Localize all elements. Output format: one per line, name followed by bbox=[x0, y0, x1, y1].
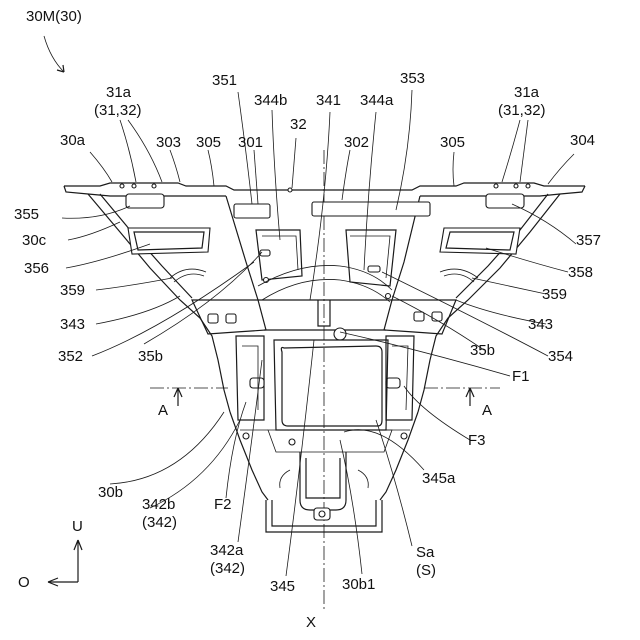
leader-lines bbox=[62, 90, 576, 576]
label-305-left: 305 bbox=[196, 134, 221, 151]
label-302: 302 bbox=[344, 134, 369, 151]
label-354: 354 bbox=[548, 348, 573, 365]
label-35b-right: 35b bbox=[470, 342, 495, 359]
label-342b-paren: (342) bbox=[142, 514, 177, 531]
label-342a: 342a bbox=[210, 542, 243, 559]
label-353: 353 bbox=[400, 70, 425, 87]
label-345: 345 bbox=[270, 578, 295, 595]
label-355: 355 bbox=[14, 206, 39, 223]
label-f3: F3 bbox=[468, 432, 486, 449]
label-341: 341 bbox=[316, 92, 341, 109]
label-357: 357 bbox=[576, 232, 601, 249]
label-303: 303 bbox=[156, 134, 181, 151]
label-a-left: A bbox=[158, 402, 168, 419]
direction-indicator bbox=[48, 540, 82, 586]
label-301: 301 bbox=[238, 134, 263, 151]
label-343-right: 343 bbox=[528, 316, 553, 333]
label-342a-paren: (342) bbox=[210, 560, 245, 577]
center-box bbox=[268, 340, 392, 452]
label-342b: 342b bbox=[142, 496, 175, 513]
flange-holes bbox=[120, 184, 530, 218]
label-352: 352 bbox=[58, 348, 83, 365]
label-30a: 30a bbox=[60, 132, 85, 149]
label-s: (S) bbox=[416, 562, 436, 579]
figure-title: 30M(30) bbox=[26, 8, 82, 25]
label-31-32-right: (31,32) bbox=[498, 102, 546, 119]
label-351: 351 bbox=[212, 72, 237, 89]
label-30b1: 30b1 bbox=[342, 576, 375, 593]
label-f1: F1 bbox=[512, 368, 530, 385]
label-343-left: 343 bbox=[60, 316, 85, 333]
label-32: 32 bbox=[290, 116, 307, 133]
section-line-a-a bbox=[150, 388, 500, 406]
label-344a: 344a bbox=[360, 92, 393, 109]
label-x: X bbox=[306, 614, 316, 631]
label-31-32-left: (31,32) bbox=[94, 102, 142, 119]
label-35b-left: 35b bbox=[138, 348, 163, 365]
label-345a: 345a bbox=[422, 470, 455, 487]
label-344b: 344b bbox=[254, 92, 287, 109]
label-a-right: A bbox=[482, 402, 492, 419]
inner-recess bbox=[256, 230, 396, 302]
label-sa: Sa bbox=[416, 544, 434, 561]
label-356: 356 bbox=[24, 260, 49, 277]
label-304: 304 bbox=[570, 132, 595, 149]
label-31a-right: 31a bbox=[514, 84, 539, 101]
label-u: U bbox=[72, 518, 83, 535]
label-305-right: 305 bbox=[440, 134, 465, 151]
label-30c: 30c bbox=[22, 232, 46, 249]
label-30b: 30b bbox=[98, 484, 123, 501]
label-359-right: 359 bbox=[542, 286, 567, 303]
label-359-left: 359 bbox=[60, 282, 85, 299]
label-f2: F2 bbox=[214, 496, 232, 513]
label-o: O bbox=[18, 574, 30, 591]
label-358: 358 bbox=[568, 264, 593, 281]
label-31a-left: 31a bbox=[106, 84, 131, 101]
figure-title-arrow bbox=[44, 36, 64, 72]
